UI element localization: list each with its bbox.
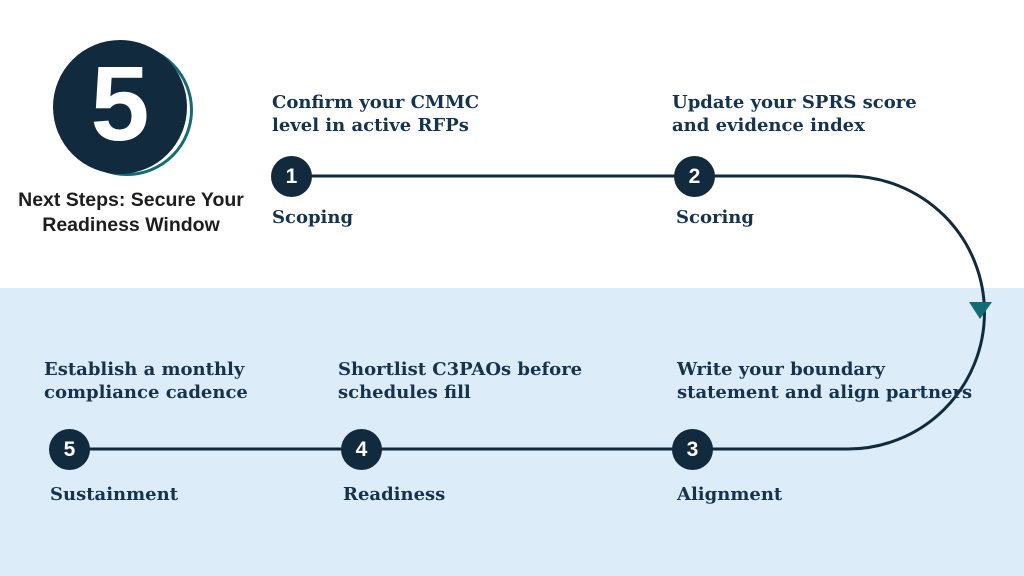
step-4-label: Readiness xyxy=(343,484,446,505)
step-3-label: Alignment xyxy=(677,484,783,505)
step-1-circle: 1 xyxy=(271,156,312,197)
step-2-number: 2 xyxy=(688,165,701,188)
bottom-background-band xyxy=(0,288,1024,576)
step-3-number: 3 xyxy=(686,438,699,461)
big-number: 5 xyxy=(90,45,150,163)
step-5-label: Sustainment xyxy=(50,484,179,505)
step-3-description: Write your boundary statement and align … xyxy=(677,359,973,403)
step-1-label: Scoping xyxy=(272,207,354,228)
step-1-number: 1 xyxy=(285,165,298,188)
big-number-badge: 5 xyxy=(53,40,187,174)
step-2-circle: 2 xyxy=(674,156,715,197)
step-4-number: 4 xyxy=(355,438,368,461)
step-2-label: Scoring xyxy=(676,207,754,228)
step-5-circle: 5 xyxy=(49,429,90,470)
step-4-circle: 4 xyxy=(341,429,382,470)
step-2-description: Update your SPRS score and evidence inde… xyxy=(672,92,917,136)
flow-arrow-down-icon xyxy=(969,302,992,319)
step-4-description: Shortlist C3PAOs before schedules fill xyxy=(338,359,583,403)
step-1-description: Confirm your CMMC level in active RFPs xyxy=(272,92,480,136)
step-3-circle: 3 xyxy=(672,429,713,470)
page-title: Next Steps: Secure Your Readiness Window xyxy=(18,189,244,236)
step-5-number: 5 xyxy=(63,438,76,461)
step-5-description: Establish a monthly compliance cadence xyxy=(44,359,248,403)
